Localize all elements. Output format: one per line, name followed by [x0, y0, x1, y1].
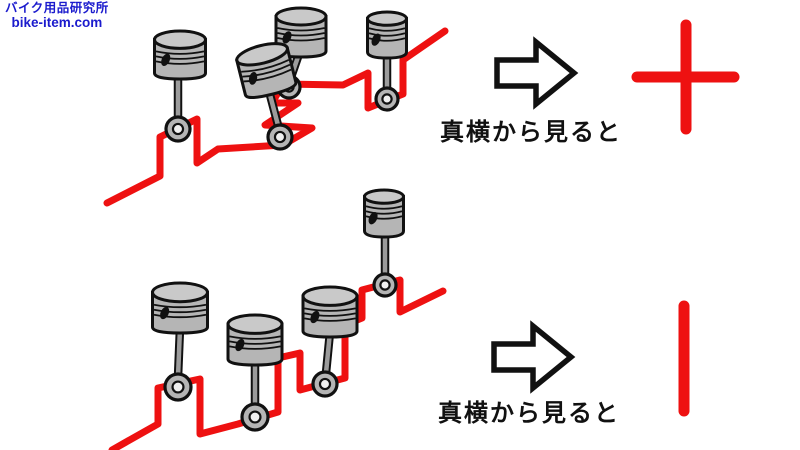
piston-crown — [235, 42, 289, 67]
piston-crown — [151, 281, 209, 304]
piston-ring-groove — [229, 345, 281, 350]
big-end-hole — [379, 279, 391, 291]
piston-ring-groove — [243, 68, 292, 83]
piston-ring-groove — [229, 335, 281, 340]
arrow-right-icon — [491, 320, 576, 394]
big-end-hole — [248, 410, 262, 424]
site-domain: bike-item.com — [11, 14, 103, 30]
piston-body — [366, 17, 408, 60]
piston — [226, 313, 284, 432]
big-end-hole — [171, 122, 185, 136]
caption-bottom-side-view: 真横から見ると — [438, 400, 620, 427]
piston-head — [301, 285, 359, 339]
piston-ring-groove — [155, 60, 205, 65]
big-end-hole — [171, 380, 185, 394]
piston-ring-groove — [304, 312, 356, 317]
connecting-rod — [175, 327, 183, 378]
piston-ring-groove — [365, 215, 403, 220]
wrist-pin — [248, 71, 258, 85]
wrist-pin — [160, 306, 170, 320]
piston-ring-groove — [304, 317, 356, 322]
wrist-pin — [310, 310, 320, 324]
piston-head — [366, 10, 408, 60]
wrist-pin — [235, 338, 245, 352]
crossplane-crankshaft-crank-line — [103, 27, 449, 207]
piston-ring-groove — [155, 55, 205, 60]
caption-top-side-view: 真横から見ると — [440, 119, 622, 146]
wrist-pin — [371, 33, 381, 46]
connecting-rod — [266, 90, 282, 130]
piston-ring-groove — [365, 210, 403, 215]
big-end-hole — [318, 377, 332, 391]
big-end-hole — [273, 130, 287, 144]
piston — [151, 281, 209, 402]
piston-ring-groove — [277, 27, 325, 32]
site-watermark: バイク用品研究所 bike-item.com — [5, 1, 109, 31]
piston — [363, 188, 405, 298]
piston-ring-groove — [368, 27, 406, 32]
piston-body — [363, 195, 405, 239]
piston-ring-groove — [368, 32, 406, 37]
piston-ring-groove — [241, 59, 290, 73]
big-end-hole — [381, 93, 393, 105]
piston-ring-groove — [155, 50, 205, 55]
piston-ring-groove — [242, 63, 291, 78]
piston-ring-groove — [368, 37, 406, 42]
piston-crown — [274, 6, 328, 27]
piston-head — [235, 42, 298, 100]
piston-ring-groove — [153, 308, 207, 314]
wrist-pin — [282, 31, 292, 44]
piston-crown — [363, 188, 405, 205]
piston-ring-groove — [229, 340, 281, 345]
piston-ring-groove — [277, 37, 325, 42]
piston-ring-groove — [365, 205, 403, 210]
piston-head — [226, 313, 284, 367]
connecting-rod — [323, 331, 333, 374]
piston-crown — [301, 285, 359, 307]
piston-ring-groove — [153, 303, 207, 309]
piston-head — [363, 188, 405, 239]
piston-crown — [153, 29, 207, 50]
piston — [366, 10, 408, 112]
site-name: バイク用品研究所 — [5, 1, 109, 15]
piston-head — [151, 281, 209, 335]
wrist-pin — [368, 212, 378, 225]
piston — [153, 29, 207, 143]
piston-ring-groove — [304, 307, 356, 312]
piston-crown — [226, 313, 284, 335]
piston-head — [153, 29, 207, 81]
wrist-pin — [161, 53, 171, 66]
piston — [301, 285, 359, 398]
piston — [235, 42, 298, 151]
piston-crown — [366, 10, 408, 27]
arrow-right-icon — [494, 36, 579, 110]
piston-ring-groove — [277, 32, 325, 37]
piston-ring-groove — [153, 313, 207, 319]
